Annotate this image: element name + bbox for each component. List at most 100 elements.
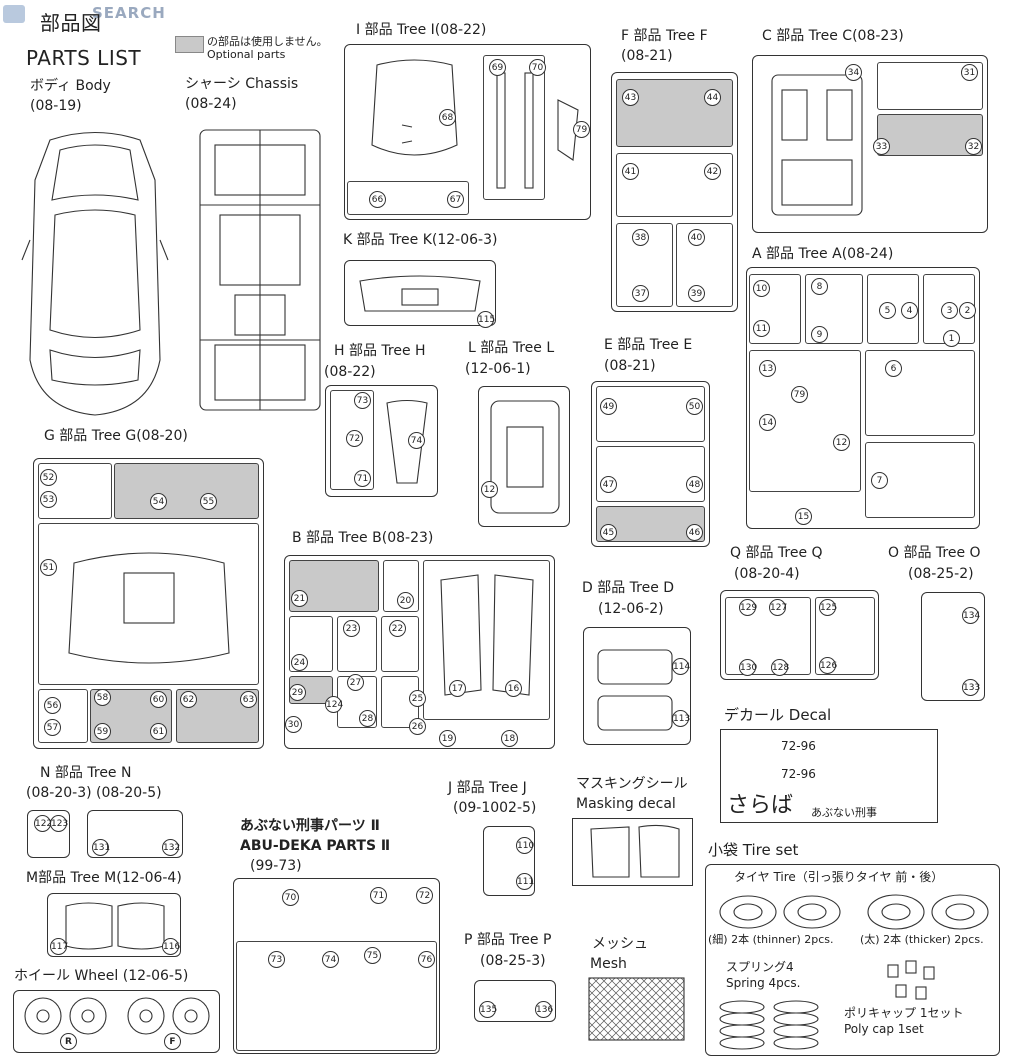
num-1: 1 bbox=[943, 330, 960, 347]
decal-label-en: Decal bbox=[788, 706, 832, 724]
chassis-label: シャーシ Chassis bbox=[185, 76, 298, 93]
num-67: 67 bbox=[447, 191, 464, 208]
num-136: 136 bbox=[535, 1001, 553, 1018]
num-15: 15 bbox=[795, 508, 812, 525]
num-79: 79 bbox=[573, 121, 590, 138]
decal-plate-2: 72-96 bbox=[781, 767, 816, 781]
wheel-label-en: Wheel bbox=[74, 968, 119, 984]
tree-d-frame: 114 113 bbox=[583, 627, 691, 745]
spring-label-jp: スプリング4 bbox=[726, 960, 794, 974]
tireset-label: 小袋 Tire set bbox=[708, 842, 798, 859]
num-128: 128 bbox=[771, 659, 789, 676]
chassis-drawing bbox=[199, 129, 321, 411]
num-127: 127 bbox=[769, 599, 787, 616]
tree-j-code: (09-1002-5) bbox=[453, 800, 537, 816]
wheel-code: (12-06-5) bbox=[122, 968, 189, 984]
tree-e-label: E 部品 Tree E bbox=[604, 337, 693, 353]
tree-i-label: I 部品 Tree I(08-22) bbox=[356, 22, 486, 39]
tree-e-cell-2 bbox=[596, 446, 705, 502]
tree-a-frame: 10 8 11 9 5 4 3 2 1 13 79 14 12 6 7 15 bbox=[746, 267, 980, 529]
num-123: 123 bbox=[50, 815, 68, 832]
tree-i-cell-bottom bbox=[347, 181, 469, 215]
body-code: (08-19) bbox=[30, 98, 82, 114]
decal-sub: あぶない刑事 bbox=[811, 806, 877, 819]
num-28: 28 bbox=[359, 710, 376, 727]
wheel-label-jp: ホイール bbox=[14, 968, 70, 984]
num-40: 40 bbox=[688, 229, 705, 246]
tree-h-code: (08-22) bbox=[324, 364, 376, 380]
tree-f-cell-br bbox=[676, 223, 733, 307]
tree-l-label: L 部品 Tree L bbox=[468, 340, 555, 356]
decal-text: さらば bbox=[727, 793, 794, 818]
num-50: 50 bbox=[686, 398, 703, 415]
tree-g-cell-1 bbox=[38, 463, 112, 519]
num-72: 72 bbox=[346, 430, 363, 447]
num-71-abu: 71 bbox=[370, 887, 387, 904]
num-39: 39 bbox=[688, 285, 705, 302]
num-18: 18 bbox=[501, 730, 518, 747]
num-74-abu: 74 bbox=[322, 951, 339, 968]
num-6: 6 bbox=[885, 360, 902, 377]
spring-label-en: Spring 4pcs. bbox=[726, 976, 801, 990]
tree-n-label: N 部品 Tree N bbox=[40, 765, 132, 781]
tree-g-code: (08-20) bbox=[136, 428, 188, 444]
door-panels-part bbox=[440, 574, 534, 696]
num-52: 52 bbox=[40, 469, 57, 486]
num-42: 42 bbox=[704, 163, 721, 180]
body-label-en: Body bbox=[75, 78, 111, 94]
num-17: 17 bbox=[449, 680, 466, 697]
tree-b-cell-22 bbox=[381, 616, 419, 672]
num-22: 22 bbox=[389, 620, 406, 637]
abudeka-code: (99-73) bbox=[250, 858, 302, 874]
num-115: 115 bbox=[477, 311, 495, 328]
masking-sheet bbox=[572, 818, 693, 886]
num-110: 110 bbox=[516, 837, 534, 854]
tree-m-name: M部品 Tree M bbox=[26, 870, 117, 886]
tree-f-label: F 部品 Tree F bbox=[621, 28, 708, 44]
chassis-code: (08-24) bbox=[185, 96, 237, 112]
tree-g-label: G 部品 Tree G(08-20) bbox=[44, 428, 188, 445]
num-74: 74 bbox=[408, 432, 425, 449]
num-72-abu: 72 bbox=[416, 887, 433, 904]
tree-a-cell-5 bbox=[749, 350, 861, 492]
tree-a-name: A 部品 Tree A bbox=[752, 246, 842, 262]
num-79-a: 79 bbox=[791, 386, 808, 403]
abudeka-cell-bottom bbox=[236, 941, 437, 1051]
num-21: 21 bbox=[291, 590, 308, 607]
tree-a-code: (08-24) bbox=[841, 246, 894, 262]
page-title-en: PARTS LIST bbox=[26, 46, 142, 70]
tree-b-cell-23 bbox=[337, 616, 377, 672]
mesh-label-en: Mesh bbox=[590, 956, 627, 972]
num-5: 5 bbox=[879, 302, 896, 319]
num-129: 129 bbox=[739, 599, 757, 616]
num-116: 116 bbox=[162, 938, 180, 955]
num-71: 71 bbox=[354, 470, 371, 487]
num-60: 60 bbox=[150, 691, 167, 708]
tree-a-cell-3 bbox=[867, 274, 919, 344]
num-49: 49 bbox=[600, 398, 617, 415]
tree-h-cell-left bbox=[330, 390, 374, 490]
num-132: 132 bbox=[162, 839, 180, 856]
tree-p-frame: 135 136 bbox=[474, 980, 556, 1022]
num-7: 7 bbox=[871, 472, 888, 489]
tree-b-cell-big bbox=[423, 560, 550, 720]
rail-parts bbox=[496, 72, 534, 189]
tree-f-cell-bl bbox=[616, 223, 673, 307]
num-69: 69 bbox=[489, 59, 506, 76]
num-34: 34 bbox=[845, 64, 862, 81]
num-30: 30 bbox=[285, 716, 302, 733]
tree-m-label: M部品 Tree M(12-06-4) bbox=[26, 870, 182, 887]
num-134: 134 bbox=[962, 607, 980, 624]
tree-a-cell-1 bbox=[749, 274, 801, 344]
num-29: 29 bbox=[289, 684, 306, 701]
masking-shapes bbox=[590, 824, 680, 878]
bracket-part bbox=[557, 99, 579, 161]
wheel-label: ホイール Wheel (12-06-5) bbox=[14, 968, 188, 985]
num-45: 45 bbox=[600, 524, 617, 541]
tree-b-code: (08-23) bbox=[381, 530, 434, 546]
tree-o-label: O 部品 Tree O bbox=[888, 545, 981, 561]
tree-k-code: (12-06-3) bbox=[431, 232, 498, 248]
tree-a-label: A 部品 Tree A(08-24) bbox=[752, 246, 893, 263]
tree-f-cell-mid bbox=[616, 153, 733, 217]
tree-q-cell-2 bbox=[815, 597, 875, 675]
